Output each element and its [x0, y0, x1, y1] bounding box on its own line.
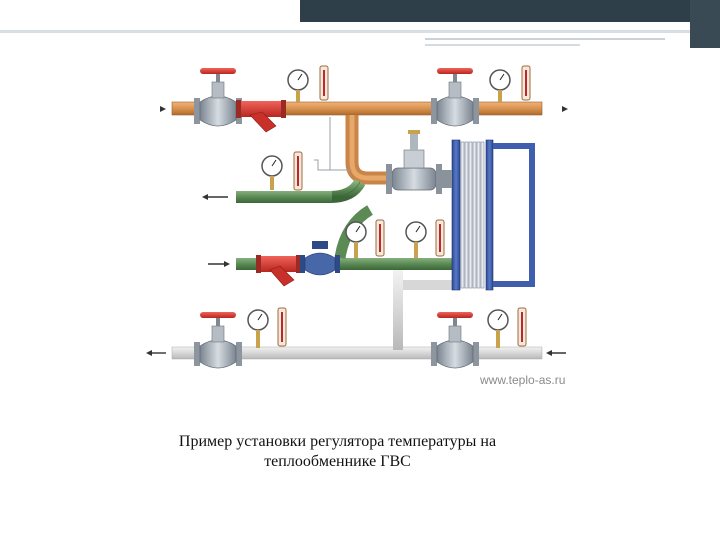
pressure-gauge-icon	[261, 155, 283, 190]
source-watermark: www.teplo-as.ru	[480, 373, 566, 387]
header-accent-dark	[300, 0, 720, 22]
flow-arrow-icon	[208, 261, 230, 267]
strainer-icon	[236, 100, 286, 133]
header-divider-tertiary	[425, 44, 580, 46]
control-valve-icon	[386, 130, 452, 194]
flow-arrow-icon	[146, 350, 166, 356]
strainer-icon	[256, 255, 301, 287]
thermometer-icon	[277, 307, 287, 347]
slide-header-bar	[0, 0, 720, 48]
thermometer-icon	[521, 65, 531, 101]
pressure-gauge-icon	[487, 309, 509, 348]
thermometer-icon	[319, 65, 329, 101]
pressure-gauge-icon	[405, 221, 427, 258]
pressure-gauge-icon	[345, 221, 367, 258]
gate-valve-icon	[194, 68, 242, 127]
pressure-gauge-icon	[287, 69, 309, 102]
header-divider	[0, 30, 690, 33]
flow-arrow-icon	[202, 194, 228, 200]
flow-arrow-icon	[546, 350, 566, 356]
pressure-gauge-icon	[489, 69, 511, 102]
return-pipe	[236, 178, 366, 203]
thermometer-icon	[375, 219, 385, 257]
check-valve-icon	[300, 241, 340, 276]
pressure-gauge-icon	[247, 309, 269, 348]
heat-exchanger-icon	[451, 139, 535, 291]
gate-valve-icon	[431, 312, 479, 369]
header-divider-secondary	[425, 38, 665, 40]
header-accent-corner	[690, 0, 720, 48]
sensor-line	[314, 117, 352, 171]
thermometer-icon	[293, 151, 303, 191]
gate-valve-icon	[431, 68, 479, 127]
figure-caption: Пример установки регулятора температуры …	[100, 432, 575, 472]
gate-valve-icon	[194, 312, 242, 369]
thermometer-icon	[435, 219, 445, 257]
caption-line-1: Пример установки регулятора температуры …	[178, 433, 497, 450]
flow-arrow-icon	[160, 106, 166, 112]
caption-line-2: теплообменнике ГВС	[264, 453, 411, 470]
piping-scheme-diagram	[146, 65, 568, 369]
thermometer-icon	[517, 307, 527, 347]
flow-arrow-icon	[562, 106, 568, 112]
